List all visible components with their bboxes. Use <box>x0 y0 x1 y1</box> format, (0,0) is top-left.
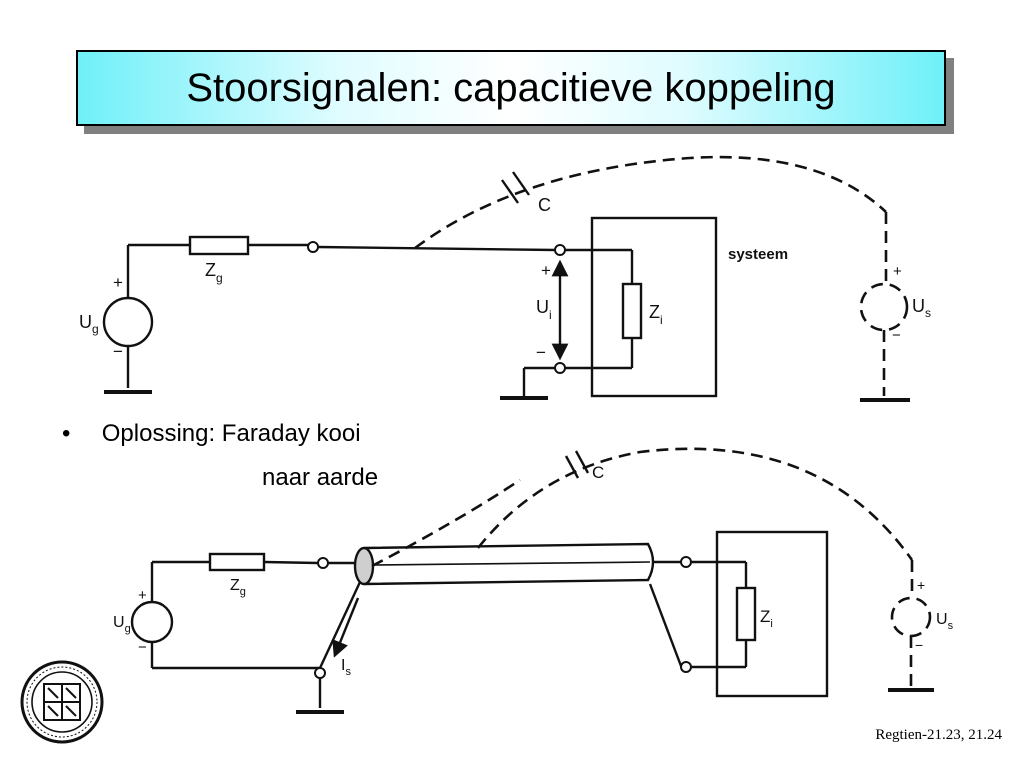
bottom-terminal-1 <box>317 557 329 569</box>
bottom-inner-coupling <box>371 478 521 568</box>
top-us-label: Us <box>912 296 931 320</box>
bottom-capacitor-plate-2 <box>574 450 590 474</box>
top-zg-label: Zg <box>205 260 223 285</box>
university-seal-icon <box>20 660 104 744</box>
bottom-is-label: Is <box>341 657 351 678</box>
bullet-text: Oplossing: Faraday kooi <box>101 420 361 447</box>
bottom-zi-label: Zi <box>760 607 773 630</box>
top-ug-minus: − <box>113 342 123 361</box>
top-circuit: systeem C + − Ug Zg + − Ui Zi + − Us <box>79 155 931 402</box>
top-capacitor-plate-2 <box>512 171 530 196</box>
bottom-us-plus: + <box>917 577 925 593</box>
bottom-cable-end <box>353 546 375 586</box>
top-ui-plus: + <box>541 261 551 280</box>
top-system-label: systeem <box>728 246 788 263</box>
bottom-coupling-path <box>476 447 914 561</box>
top-terminal-2 <box>554 244 566 256</box>
top-resistor-zg <box>188 235 250 256</box>
top-terminal-3 <box>554 362 566 374</box>
title-banner: Stoorsignalen: capacitieve koppeling <box>76 50 946 126</box>
bottom-us-label: Us <box>936 611 954 632</box>
bullet-symbol: • <box>62 420 71 447</box>
top-us-plus: + <box>893 263 902 280</box>
top-ug-plus: + <box>113 273 123 292</box>
bottom-coupling-label: C <box>592 463 604 482</box>
top-us-minus: − <box>892 327 901 344</box>
bottom-ug-plus: + <box>138 587 147 604</box>
bottom-terminal-2 <box>680 556 692 568</box>
top-capacitor-plate-1 <box>501 179 519 204</box>
bottom-interference-source-us <box>890 596 932 638</box>
bottom-ug-label: Ug <box>113 614 131 635</box>
bottom-is-arrow <box>332 597 360 658</box>
bottom-us-minus: − <box>915 637 923 653</box>
bullet-item: • Oplossing: Faraday kooi <box>62 420 361 448</box>
bottom-terminal-ground <box>314 667 326 679</box>
top-terminal-1 <box>307 241 319 253</box>
bottom-zg-label: Zg <box>230 577 246 598</box>
top-coupling-label: C <box>538 195 551 215</box>
bottom-terminal-3 <box>680 661 692 673</box>
bottom-generator-ug <box>130 600 174 644</box>
slide-title: Stoorsignalen: capacitieve koppeling <box>186 65 836 110</box>
top-ui-minus: − <box>536 343 546 362</box>
bottom-circuit: C + − Ug Zg Zi Is + − Us <box>113 447 954 714</box>
top-ui-label: Ui <box>536 297 552 322</box>
bottom-ug-minus: − <box>138 639 147 656</box>
top-coupling-path <box>414 155 887 250</box>
bottom-system-box <box>715 530 829 698</box>
top-interference-source-us <box>859 282 909 332</box>
bottom-resistor-zg <box>208 552 266 572</box>
bottom-capacitor-plate-1 <box>564 455 580 479</box>
reference-text: Regtien-21.23, 21.24 <box>875 727 1002 743</box>
bullet-subtext: naar aarde <box>262 464 379 491</box>
top-zi-label: Zi <box>649 302 663 327</box>
top-resistor-zi <box>621 282 643 340</box>
top-generator-ug <box>102 296 154 348</box>
bottom-resistor-zi <box>735 586 757 642</box>
top-system-box <box>590 216 718 398</box>
top-ug-label: Ug <box>79 312 99 336</box>
